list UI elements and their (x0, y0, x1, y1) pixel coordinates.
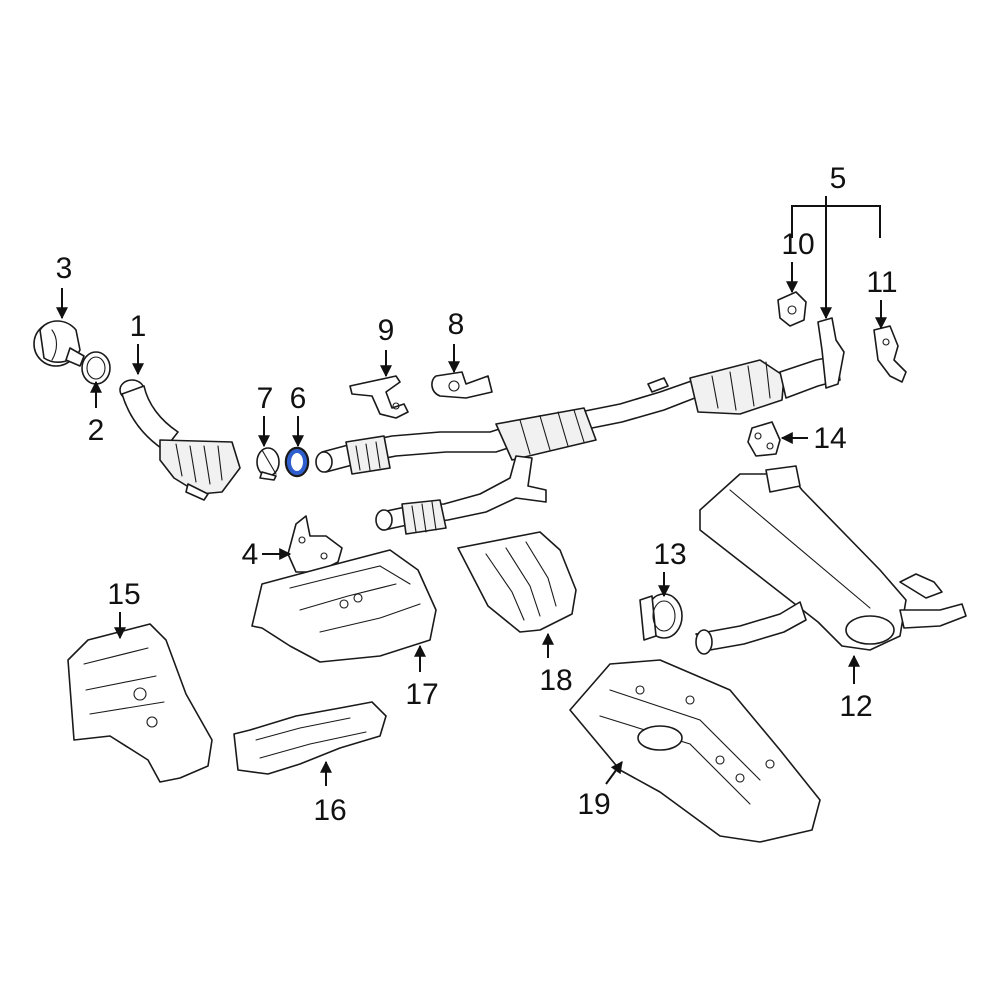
callout-16: 16 (313, 794, 346, 827)
callout-12: 12 (839, 690, 872, 723)
part-9-bracket[interactable] (349, 375, 409, 419)
part-12-rear-muffler[interactable] (695, 465, 967, 655)
part-3-clamp[interactable] (33, 320, 85, 367)
callout-8: 8 (448, 308, 465, 341)
callout-17: 17 (405, 678, 438, 711)
callout-6: 6 (290, 382, 307, 415)
callout-10: 10 (781, 228, 814, 261)
callout-4: 4 (242, 538, 259, 571)
callout-11: 11 (866, 266, 897, 299)
callout-13: 13 (653, 538, 686, 571)
part-4-bracket[interactable] (287, 515, 343, 573)
part-6-gasket-highlighted[interactable] (284, 446, 310, 478)
part-16-heat-shield[interactable] (233, 701, 387, 775)
part-8-hanger[interactable] (431, 371, 493, 399)
part-5-bracket[interactable] (817, 317, 845, 389)
part-18-heat-shield[interactable] (457, 531, 577, 633)
leader-lines (56, 196, 887, 786)
callout-3: 3 (56, 252, 73, 285)
main-y-pipe[interactable] (315, 355, 841, 535)
part-14-rubber-hanger[interactable] (747, 421, 781, 457)
part-7-clamp[interactable] (256, 447, 280, 481)
callout-7: 7 (257, 382, 274, 415)
callout-5: 5 (830, 162, 847, 195)
callout-14: 14 (813, 422, 846, 455)
part-17-heat-shield[interactable] (251, 549, 437, 663)
part-19-floor-heat-shield[interactable] (569, 659, 821, 843)
callout-15: 15 (107, 578, 140, 611)
callout-18: 18 (539, 664, 572, 697)
part-13-clamp[interactable] (639, 593, 683, 641)
part-1-front-pipe-converter[interactable] (119, 379, 241, 501)
callout-2: 2 (88, 414, 105, 447)
callout-labels: 1 2 3 4 5 6 7 8 9 10 11 12 13 14 15 16 1… (56, 162, 898, 827)
callout-9: 9 (378, 314, 395, 347)
part-11-sensor[interactable] (873, 325, 907, 383)
part-10-sensor-clip[interactable] (777, 291, 807, 327)
part-2-gasket[interactable] (81, 351, 111, 385)
callout-19: 19 (577, 788, 610, 821)
part-15-heat-shield[interactable] (67, 623, 213, 783)
callout-1: 1 (130, 310, 147, 343)
